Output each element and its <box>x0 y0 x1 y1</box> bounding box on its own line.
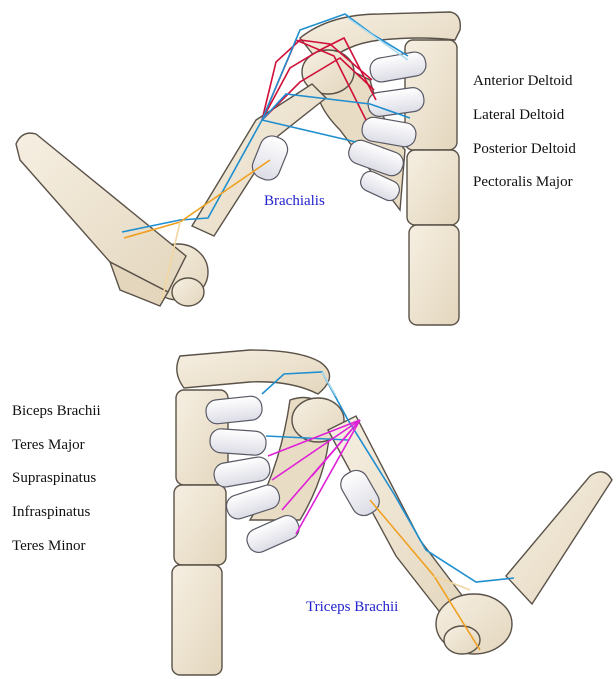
legend-teres-minor: Teres Minor <box>12 537 86 555</box>
legend-biceps-brachii: Biceps Brachii <box>12 402 101 420</box>
legend-pectoralis-major: Pectoralis Major <box>473 173 573 191</box>
bottom-forearm <box>506 472 612 604</box>
legend-infraspinatus: Infraspinatus <box>12 503 90 521</box>
bottom-capsule <box>209 428 267 456</box>
bottom-spine-segment <box>172 565 222 675</box>
bottom-spine-segment <box>174 485 226 565</box>
callout-brachialis: Brachialis <box>264 192 325 210</box>
legend-lateral-deltoid: Lateral Deltoid <box>473 106 564 124</box>
top-spine-segment <box>407 150 459 225</box>
legend-posterior-deltoid: Posterior Deltoid <box>473 140 576 158</box>
top-elbow-cap <box>172 278 204 306</box>
bottom-clavicle <box>177 350 330 394</box>
bottom-humerus <box>328 416 470 620</box>
legend-supraspinatus: Supraspinatus <box>12 469 96 487</box>
top-forearm <box>16 133 186 292</box>
top-spine-segment <box>409 225 459 325</box>
legend-anterior-deltoid: Anterior Deltoid <box>473 72 573 90</box>
callout-triceps-brachii: Triceps Brachii <box>306 598 398 616</box>
legend-teres-major: Teres Major <box>12 436 85 454</box>
